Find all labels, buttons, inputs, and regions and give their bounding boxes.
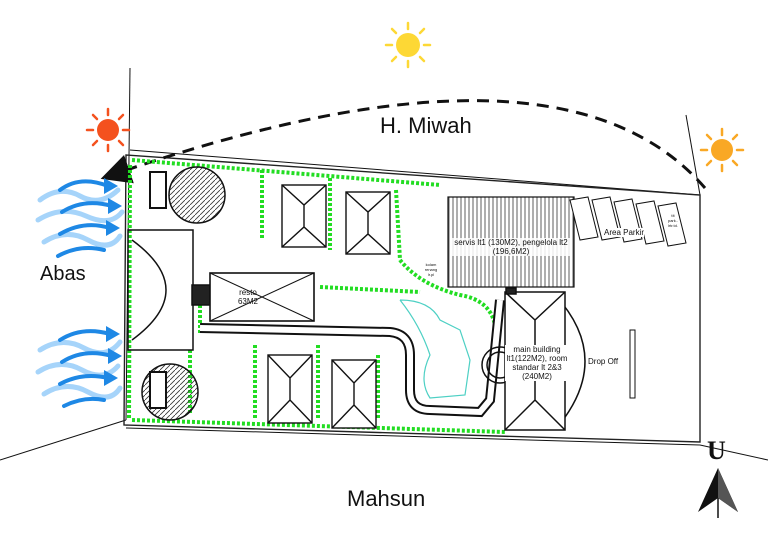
road-label-west: Abas [40,263,86,285]
site-boundary [123,154,701,443]
villa [281,184,391,255]
small-pavilion [149,371,167,409]
main-building-label: main building lt1(122M2), room standar l… [505,345,569,381]
drop-off-marker [629,329,636,399]
sun-icon [85,107,131,153]
compass-letter: U [707,436,726,465]
entrance-block [127,229,211,351]
hatched-round-area [168,166,226,224]
north-arrow-icon [698,468,738,518]
resto-label: resto 63M2 [237,288,258,306]
sun-icon [699,127,745,173]
vegetation [127,158,506,434]
service-label: servis lt1 (130M2), pengelola lt2 (196,6… [450,238,572,256]
parking-label: Area Parkir [604,228,645,237]
wind-arrow-icon [35,178,125,408]
villa [267,354,377,429]
resto-building [209,272,315,322]
road-label-north: H. Miwah [380,113,472,138]
pool-outline [399,299,471,399]
drop-off-label: Drop Off [588,357,619,366]
road-label-south: Mahsun [347,486,426,511]
parking-note: tIt park.. lrtr.td. [667,213,678,228]
sun-path-arrow [100,99,707,189]
pool-note: kolam renang lr.pl [424,262,438,277]
small-pavilion [149,171,167,209]
sun-icon [384,21,432,69]
